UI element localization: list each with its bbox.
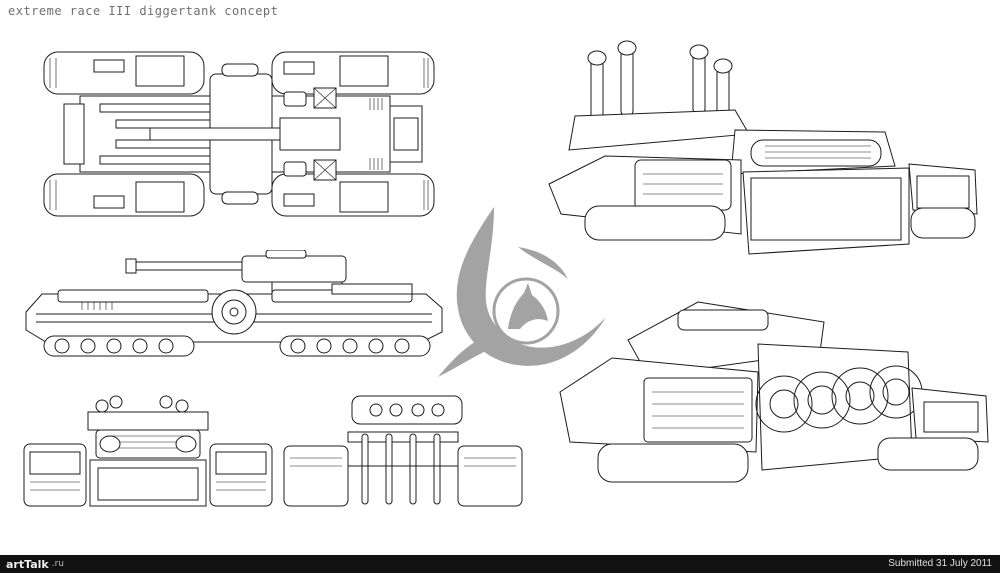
perspective-dozer-drawing	[548, 40, 978, 255]
sheet-title: extreme race III diggertank concept	[8, 4, 279, 18]
perspective-digger-drawing	[559, 301, 989, 483]
arttalk-logo[interactable]: artTalk .ru	[6, 556, 64, 572]
submitted-date: Submitted 31 July 2011	[888, 558, 992, 569]
side-view-drawing	[25, 250, 443, 357]
top-view-drawing	[43, 51, 435, 217]
footer-bar: artTalk .ru Submitted 31 July 2011	[0, 555, 1000, 573]
front-view-drawing	[23, 395, 273, 507]
faction-emblem	[438, 207, 606, 377]
logo-domain-text: .ru	[51, 559, 64, 569]
concept-sheet: extreme race III diggertank concept	[8, 4, 989, 507]
logo-brand-text: artTalk	[6, 557, 49, 571]
rear-view-drawing	[283, 395, 523, 507]
